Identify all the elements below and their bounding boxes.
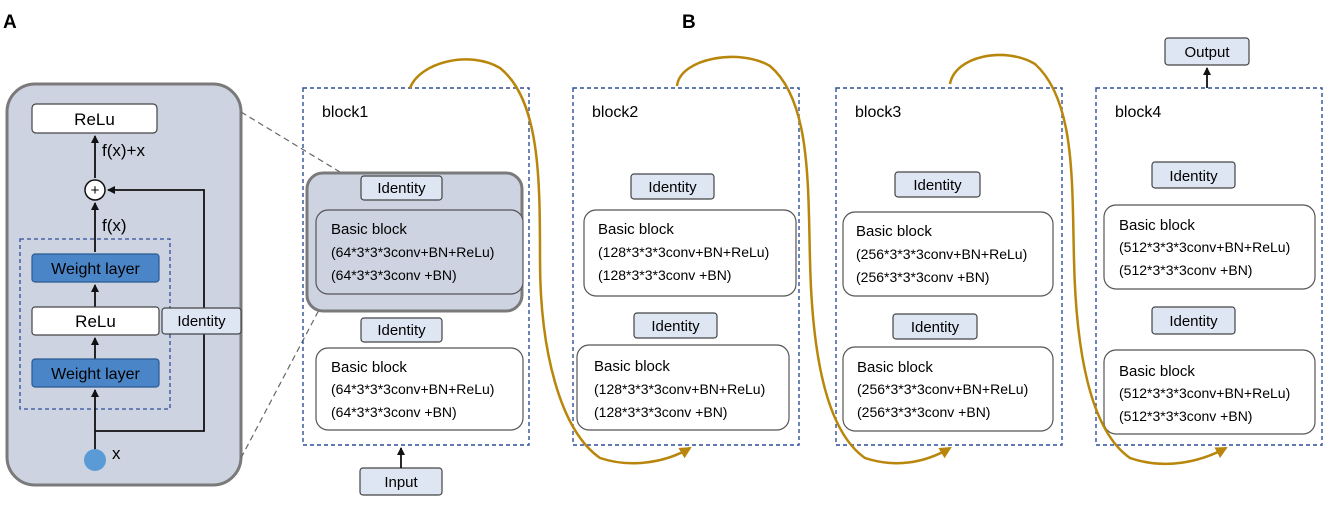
relu-mid-label: ReLu (75, 312, 116, 331)
block4-basic-1-title: Basic block (1119, 217, 1195, 234)
block4-basic-block-1 (1103, 204, 1316, 290)
zoom-guide-bottom (240, 307, 321, 459)
sum-node (84, 179, 106, 201)
block1-identity-1-label: Identity (377, 180, 426, 197)
block4-title: block4 (1115, 104, 1161, 121)
block1-basic-2-line1: (64*3*3*3conv+BN+ReLu) (331, 381, 494, 397)
block3-basic-1-title: Basic block (856, 223, 932, 240)
block2-basic-2-title: Basic block (594, 358, 670, 375)
block1-basic-1-line2: (64*3*3*3conv +BN) (331, 267, 457, 283)
block2-basic-1-line2: (128*3*3*3conv +BN) (598, 267, 731, 283)
block4-basic-1-line2: (512*3*3*3conv +BN) (1119, 262, 1252, 278)
block3-basic-2-line2: (256*3*3*3conv +BN) (857, 404, 990, 420)
block1-title: block1 (322, 104, 368, 121)
block2-basic-1-line1: (128*3*3*3conv+BN+ReLu) (598, 244, 769, 260)
block1-basic-1-title: Basic block (331, 221, 407, 238)
block3-identity-2-label: Identity (911, 319, 960, 336)
weight-layer-top-label: Weight layer (51, 261, 140, 278)
block1-basic-1-line1: (64*3*3*3conv+BN+ReLu) (331, 244, 494, 260)
block4-identity-2 (1151, 306, 1236, 335)
output-box (1164, 37, 1250, 66)
block1-basic-2-title: Basic block (331, 359, 407, 376)
block2-identity-1 (630, 173, 715, 200)
block3-title: block3 (855, 104, 901, 121)
panel-label-a: A (3, 12, 17, 33)
block2-basic-1-title: Basic block (598, 221, 674, 238)
block4-basic-2-line1: (512*3*3*3conv+BN+ReLu) (1119, 385, 1290, 401)
weight-layer-top (31, 253, 160, 283)
block3-basic-block-2 (842, 346, 1054, 432)
block2-identity-2-label: Identity (651, 318, 700, 335)
block1-basic-block-1 (315, 209, 524, 295)
block2-basic-2-line2: (128*3*3*3conv +BN) (594, 404, 727, 420)
sum-plus-sign: + (91, 182, 100, 199)
block4-basic-block-2 (1103, 349, 1316, 435)
block4-basic-2-line2: (512*3*3*3conv +BN) (1119, 408, 1252, 424)
weight-layer-bottom-label: Weight layer (51, 366, 140, 383)
block1-basic-block-2 (315, 347, 524, 431)
block3-frame (835, 87, 1063, 446)
identity-label-a: Identity (177, 313, 226, 330)
block1-basic-2-line2: (64*3*3*3conv +BN) (331, 404, 457, 420)
block4-basic-1-line1: (512*3*3*3conv+BN+ReLu) (1119, 239, 1290, 255)
block3-identity-1 (894, 171, 981, 198)
block3-basic-2-title: Basic block (857, 359, 933, 376)
block4-identity-1-label: Identity (1169, 168, 1218, 185)
fx-plus-x-label: f(x)+x (102, 141, 145, 160)
block2-frame (572, 87, 800, 446)
connector-block3-to-block4 (948, 53, 1228, 466)
block3-basic-2-line1: (256*3*3*3conv+BN+ReLu) (857, 381, 1028, 397)
fx-label: f(x) (102, 216, 127, 235)
block3-basic-1-line2: (256*3*3*3conv +BN) (856, 269, 989, 285)
block1-identity-1 (360, 175, 443, 201)
relu-top-label: ReLu (74, 110, 115, 129)
input-x-node (84, 449, 106, 471)
relu-mid-box (31, 306, 160, 336)
block4-frame (1095, 87, 1323, 446)
output-label: Output (1184, 44, 1230, 61)
block2-basic-2-line1: (128*3*3*3conv+BN+ReLu) (594, 381, 765, 397)
block2-basic-block-1 (583, 209, 797, 297)
block3-basic-1-line1: (256*3*3*3conv+BN+ReLu) (856, 246, 1027, 262)
connector-block2-to-block3 (675, 55, 952, 465)
input-label: Input (384, 474, 418, 491)
block2-identity-1-label: Identity (648, 179, 697, 196)
block4-identity-1 (1151, 161, 1236, 189)
block1-identity-2 (360, 317, 443, 343)
weight-layer-bottom (31, 358, 160, 388)
block4-identity-2-label: Identity (1169, 313, 1218, 330)
relu-top-box (31, 103, 158, 134)
input-x-label: x (112, 444, 121, 463)
block1-identity-2-label: Identity (377, 322, 426, 339)
block3-basic-block-1 (842, 211, 1054, 297)
zoom-guide-top (240, 111, 341, 173)
block3-identity-2 (892, 313, 978, 340)
connector-block1-to-block2 (408, 58, 692, 465)
panel-label-b: B (682, 12, 696, 33)
block2-title: block2 (592, 104, 638, 121)
block2-identity-2 (633, 312, 718, 339)
block1-frame (302, 87, 530, 446)
block3-identity-1-label: Identity (913, 177, 962, 194)
block2-basic-block-2 (576, 344, 790, 431)
identity-box-a (161, 307, 242, 335)
block4-basic-2-title: Basic block (1119, 363, 1195, 380)
